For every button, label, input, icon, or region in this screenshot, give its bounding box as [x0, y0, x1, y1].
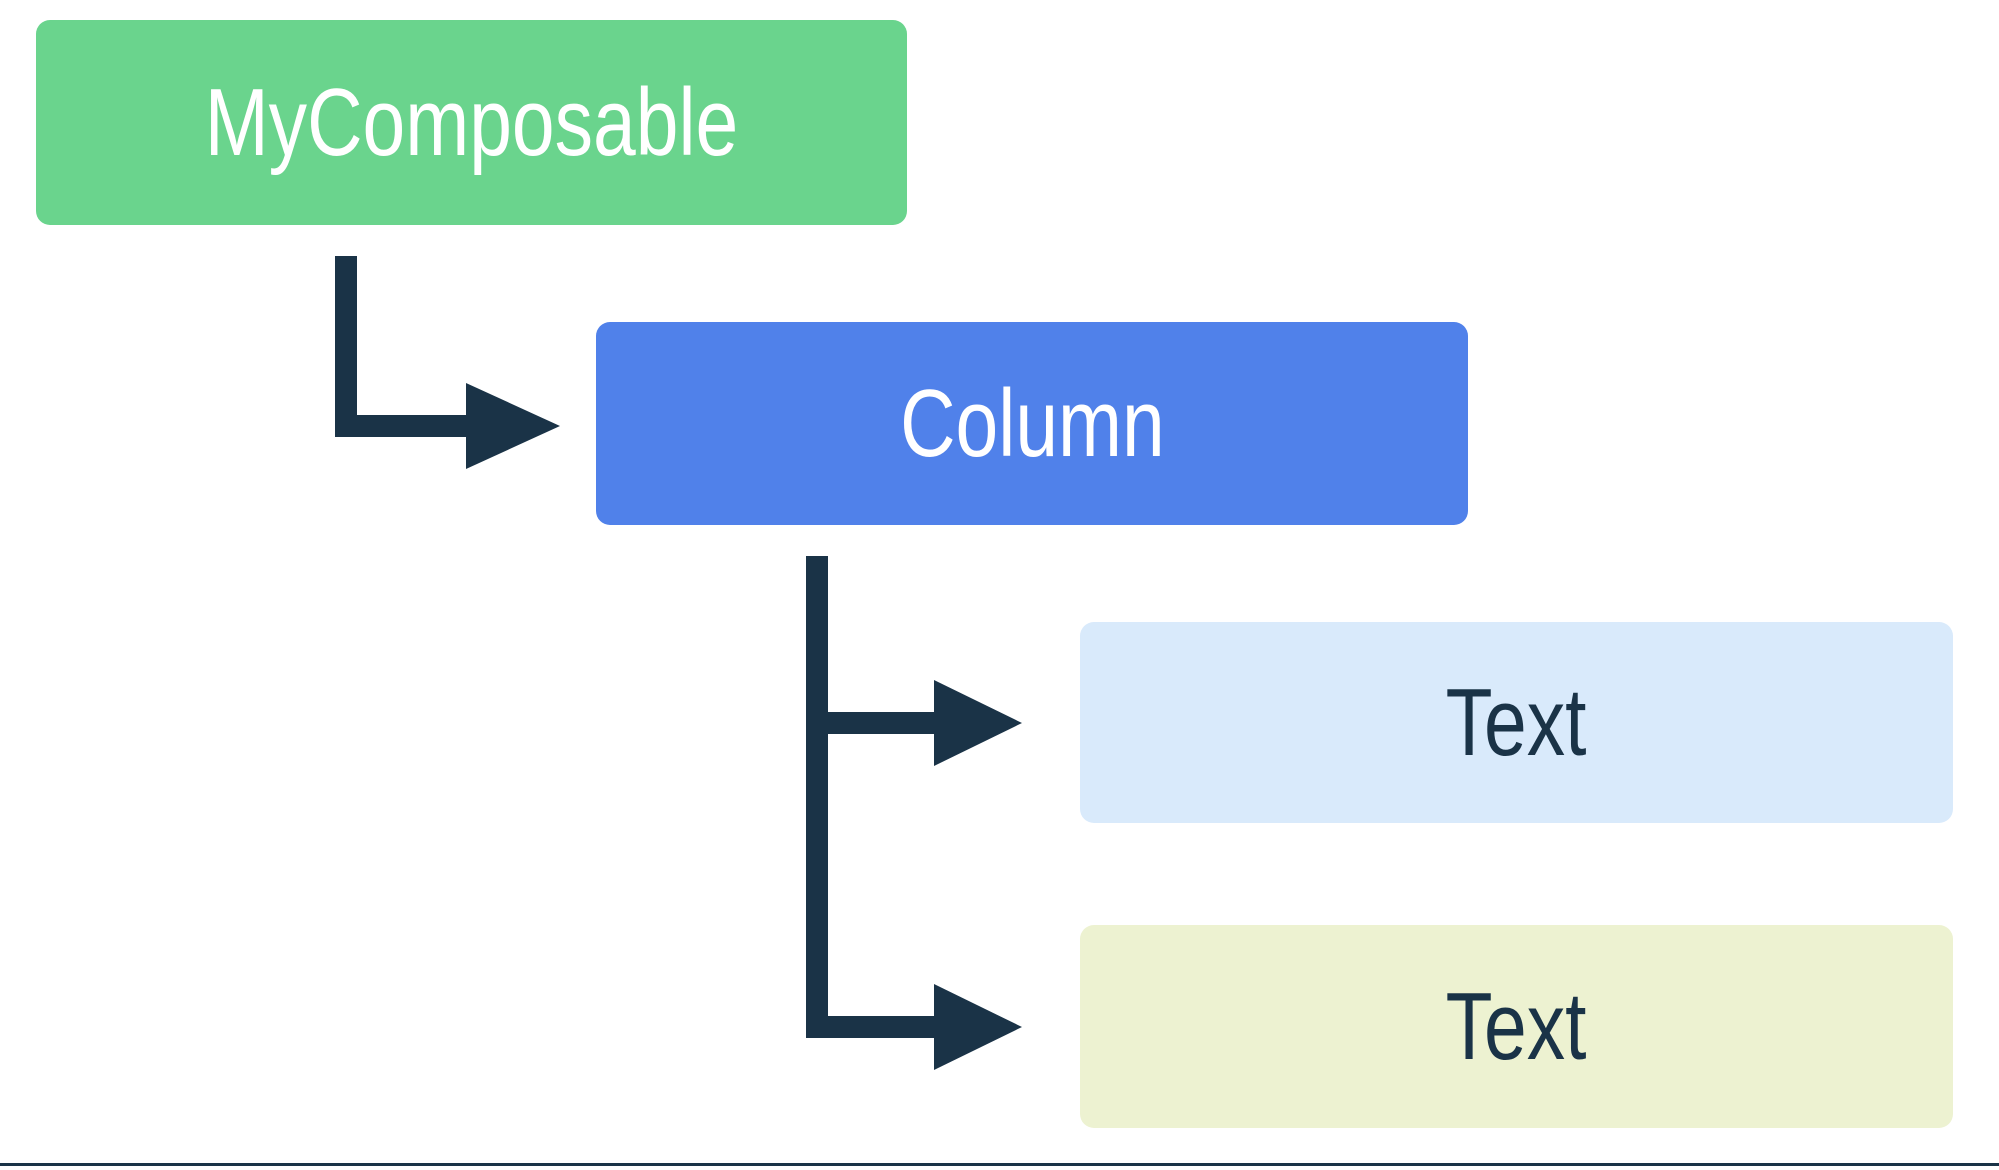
edge-column-to-text-1-line: [806, 556, 950, 734]
edge-column-to-text-1-arrowhead: [934, 680, 1022, 766]
node-text-second-label: Text: [1446, 972, 1587, 1080]
bottom-divider: [0, 1163, 1999, 1166]
node-mycomposable-label: MyComposable: [204, 68, 739, 176]
edge-root-to-column: [335, 256, 560, 469]
node-mycomposable[interactable]: MyComposable: [36, 20, 907, 225]
edge-root-to-column-arrowhead: [466, 383, 560, 469]
edge-column-to-text-2-line: [806, 556, 950, 1038]
node-column[interactable]: Column: [596, 322, 1468, 525]
node-text-first-label: Text: [1446, 668, 1587, 776]
node-text-first[interactable]: Text: [1080, 622, 1953, 823]
edge-column-to-text-1: [806, 556, 1022, 766]
node-text-second[interactable]: Text: [1080, 925, 1953, 1128]
node-column-label: Column: [899, 369, 1165, 477]
edge-column-to-text-2: [806, 556, 1022, 1070]
edge-root-to-column-line: [335, 256, 482, 437]
edge-column-to-text-2-arrowhead: [934, 984, 1022, 1070]
